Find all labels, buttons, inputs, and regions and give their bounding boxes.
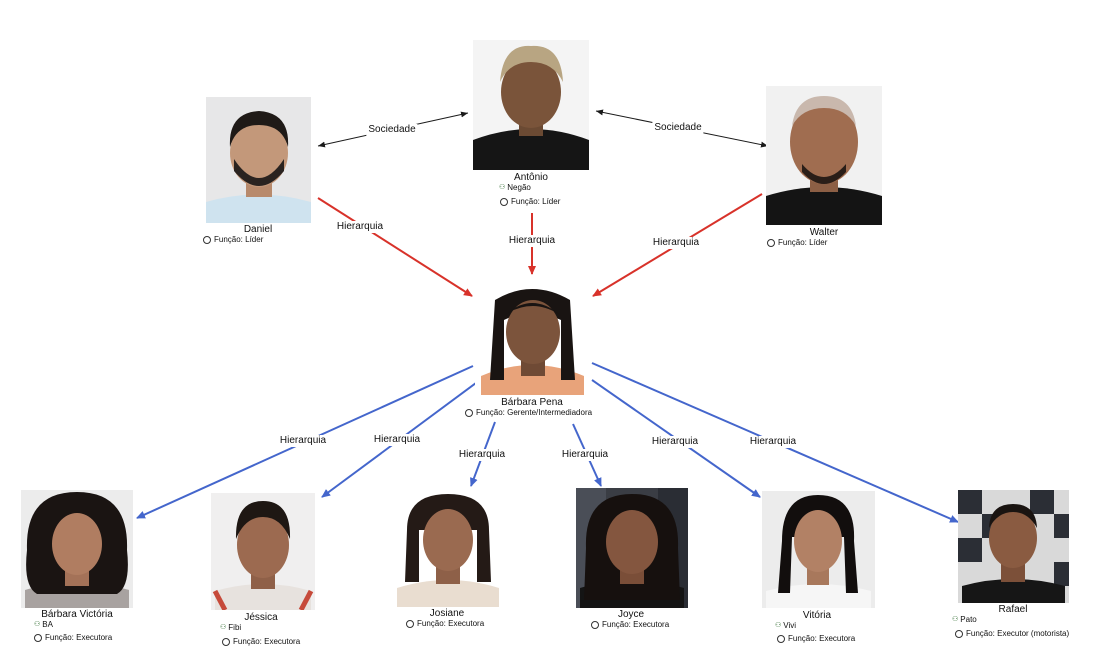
edge-label-hierarchy: Hierarquia: [747, 436, 799, 448]
person-alias: ⚇ Fibi: [220, 623, 241, 633]
role-ring-icon: [500, 198, 508, 206]
role-ring-icon: [222, 638, 230, 646]
role-text: Função: Executora: [602, 620, 670, 629]
alias-icon: ⚇: [499, 184, 505, 191]
person-alias: ⚇ Pato: [952, 615, 977, 625]
person-role: Função: Líder: [203, 235, 263, 245]
person-role: Função: Gerente/Intermediadora: [465, 408, 592, 418]
edge-label-hierarchy: Hierarquia: [650, 237, 702, 249]
person-photo: [766, 86, 882, 225]
person-photo: [576, 488, 688, 608]
person-name: Rafael: [998, 604, 1028, 615]
edge-label-hierarchy: Hierarquia: [456, 449, 508, 461]
person-alias: ⚇ Vivi: [775, 621, 796, 631]
role-ring-icon: [34, 634, 42, 642]
edge-label-society: Sociedade: [652, 122, 704, 134]
person-name: Bárbara Victória: [41, 609, 113, 620]
role-ring-icon: [955, 630, 963, 638]
person-role: Função: Líder: [767, 238, 827, 248]
role-text: Função: Gerente/Intermediadora: [476, 408, 593, 417]
person-role: Função: Executor (motorista): [955, 629, 1069, 639]
role-text: Função: Executora: [788, 634, 856, 643]
person-alias: ⚇ BA: [34, 620, 53, 630]
edge-label-hierarchy: Hierarquia: [371, 434, 423, 446]
role-text: Função: Líder: [214, 235, 264, 244]
person-name: Joyce: [617, 609, 645, 620]
person-name: Antônio: [514, 172, 548, 183]
person-photo: [211, 493, 315, 610]
role-text: Função: Executor (motorista): [966, 629, 1070, 638]
person-name: Josiane: [429, 608, 465, 619]
person-photo: [206, 97, 311, 223]
person-photo: [21, 490, 133, 608]
role-text: Função: Executora: [233, 637, 301, 646]
person-role: Função: Líder: [500, 197, 560, 207]
person-photo: [393, 490, 503, 607]
person-photo: [958, 490, 1069, 603]
person-name: Jéssica: [244, 612, 278, 623]
edge-label-hierarchy: Hierarquia: [506, 235, 558, 247]
person-name: Vitória: [802, 610, 832, 621]
person-name: Daniel: [243, 224, 273, 235]
person-photo: [762, 491, 875, 608]
role-ring-icon: [406, 620, 414, 628]
role-ring-icon: [203, 236, 211, 244]
person-alias: ⚇ Negão: [499, 183, 531, 193]
role-text: Função: Executora: [417, 619, 485, 628]
role-ring-icon: [465, 409, 473, 417]
alias-text: Vivi: [783, 621, 797, 630]
edge-hierarchy-daniel: [317, 197, 473, 297]
alias-text: Fibi: [228, 623, 242, 632]
edge-label-hierarchy: Hierarquia: [649, 436, 701, 448]
alias-text: Negão: [507, 183, 531, 192]
edge-label-hierarchy: Hierarquia: [559, 449, 611, 461]
person-photo: [473, 40, 589, 170]
alias-icon: ⚇: [34, 621, 40, 628]
person-role: Função: Executora: [591, 620, 669, 630]
person-role: Função: Executora: [222, 637, 300, 647]
alias-icon: ⚇: [220, 624, 226, 631]
role-ring-icon: [777, 635, 785, 643]
person-name: Bárbara Pena: [501, 397, 563, 408]
role-text: Função: Líder: [778, 238, 828, 247]
person-name: Walter: [809, 227, 839, 238]
role-text: Função: Executora: [45, 633, 113, 642]
edge-label-society: Sociedade: [366, 124, 418, 136]
role-text: Função: Líder: [511, 197, 561, 206]
alias-icon: ⚇: [775, 622, 781, 629]
person-role: Função: Executora: [34, 633, 112, 643]
person-role: Função: Executora: [406, 619, 484, 629]
person-role: Função: Executora: [777, 634, 855, 644]
role-ring-icon: [767, 239, 775, 247]
person-photo: [475, 280, 590, 395]
alias-text: BA: [42, 620, 53, 629]
edge-label-hierarchy: Hierarquia: [334, 221, 386, 233]
alias-text: Pato: [960, 615, 977, 624]
alias-icon: ⚇: [952, 616, 958, 623]
role-ring-icon: [591, 621, 599, 629]
edge-label-hierarchy: Hierarquia: [277, 435, 329, 447]
